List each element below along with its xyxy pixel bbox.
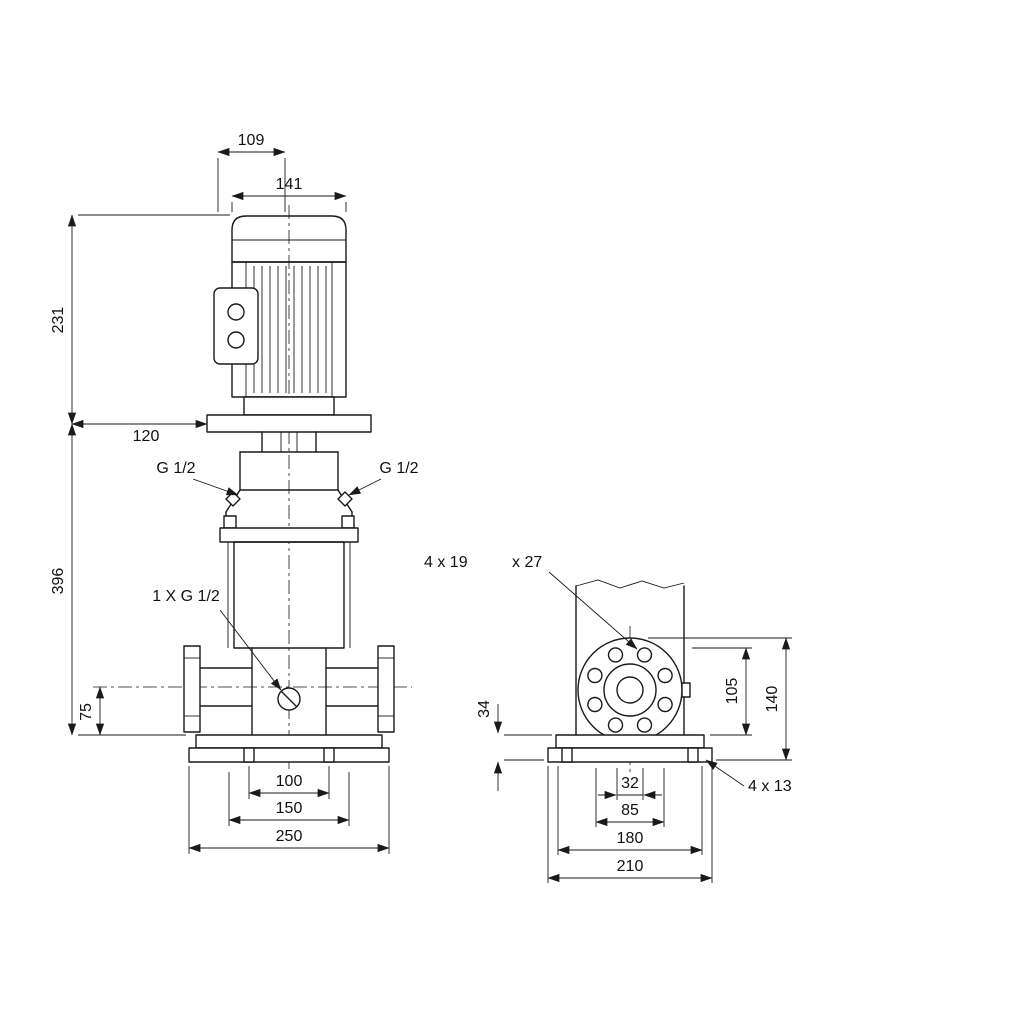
base-bolt-slot xyxy=(323,747,335,763)
dim-bolt-circle-to-base: 105 xyxy=(724,678,741,705)
motor-fins xyxy=(245,262,333,397)
motor-stool-plate xyxy=(206,414,372,433)
dim-base-slot-span: 100 xyxy=(276,773,303,790)
right-port-flange xyxy=(377,645,395,733)
dim-flange-top-height: 140 xyxy=(764,686,781,713)
motor-outline xyxy=(206,215,372,433)
base-bolt-slot xyxy=(243,747,255,763)
drain-plug xyxy=(277,687,301,711)
side-dimensions: 4 x 19 x 27 34 105 140 32 85 180 xyxy=(424,554,792,883)
suction-discharge-ports xyxy=(183,645,395,733)
flange-tab xyxy=(681,682,691,698)
side-base xyxy=(547,734,713,763)
flange-raised-face xyxy=(603,663,657,717)
chamber-top-plate xyxy=(219,527,359,543)
dim-base-depth: 210 xyxy=(617,858,644,875)
label-flange-holes-depth: x 27 xyxy=(512,554,542,571)
label-drain-plug: 1 X G 1/2 xyxy=(152,588,220,605)
dim-base-mid-span: 150 xyxy=(276,800,303,817)
dim-port-bore: 32 xyxy=(621,775,639,792)
dim-flange-span: 85 xyxy=(621,802,639,819)
left-port-flange xyxy=(183,645,201,733)
right-plug xyxy=(337,491,353,507)
front-base xyxy=(188,734,390,763)
label-base-holes: 4 x 13 xyxy=(748,778,792,795)
left-plug xyxy=(225,491,241,507)
tie-rod-nut xyxy=(223,515,237,529)
dim-base-width: 250 xyxy=(276,828,303,845)
dim-port-height: 75 xyxy=(78,703,95,721)
dim-motor-height: 231 xyxy=(50,307,67,334)
label-left-plug: G 1/2 xyxy=(156,460,195,477)
dim-base-slot-span: 180 xyxy=(617,830,644,847)
label-flange-holes: 4 x 19 xyxy=(424,554,468,571)
flange-bolt-holes xyxy=(587,647,673,733)
port-bore xyxy=(616,676,644,704)
front-dimensions: 109 141 231 396 120 75 100 150 250 xyxy=(50,132,419,854)
terminal-box xyxy=(213,287,259,365)
chamber-stack xyxy=(227,541,351,736)
port-flange-face xyxy=(577,637,683,743)
dim-motor-width: 141 xyxy=(276,176,303,193)
tie-rod-nut xyxy=(341,515,355,529)
dim-base-height: 34 xyxy=(476,700,493,718)
label-right-plug: G 1/2 xyxy=(379,460,418,477)
base-bolt-slot xyxy=(561,747,573,763)
dim-motor-depth: 109 xyxy=(238,132,265,149)
side-view-body xyxy=(575,579,691,772)
cable-entry-hole xyxy=(227,303,245,321)
dim-pump-height: 396 xyxy=(50,568,67,595)
cable-entry-hole xyxy=(227,331,245,349)
dim-stool-offset: 120 xyxy=(133,428,160,445)
base-bolt-slot xyxy=(687,747,699,763)
